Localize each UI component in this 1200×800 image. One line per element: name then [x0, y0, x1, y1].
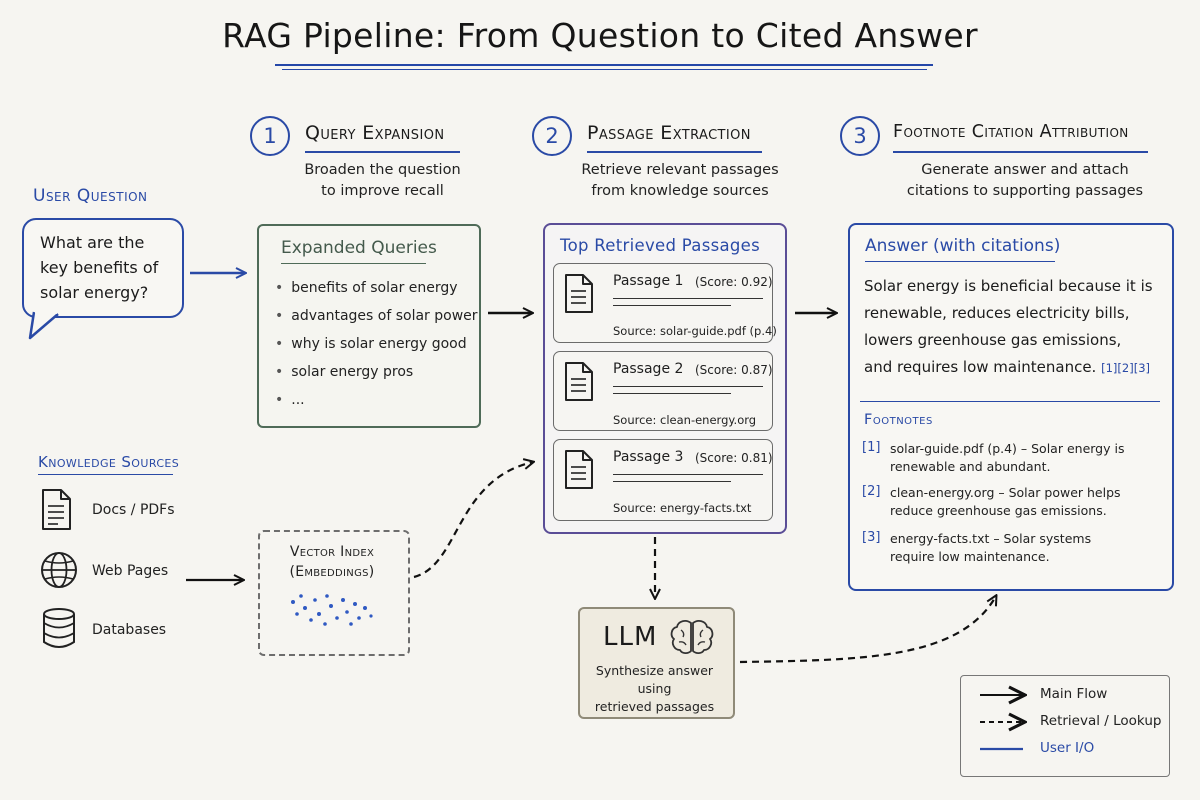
answer-title: Answer (with citations) [865, 236, 1061, 256]
passage-source: Source: energy-facts.txt [613, 501, 752, 515]
step-1-title: Query Expansion [305, 122, 445, 144]
knowledge-sources-underline [38, 474, 173, 475]
vector-index-box [258, 530, 410, 656]
title-underline-2 [282, 69, 927, 70]
embedding-points [291, 594, 373, 626]
passage-line [613, 298, 763, 299]
index-to-passages-arrow [413, 462, 533, 579]
query-item: •solar energy pros [275, 364, 414, 380]
legend-swatches [980, 685, 1035, 751]
passage-source: Source: solar-guide.pdf (p.4) [613, 324, 777, 338]
vector-index-label: Vector Index (Embeddings) [289, 544, 375, 580]
knowledge-sources-title: Knowledge Sources [38, 453, 180, 471]
footnote-text: solar-guide.pdf (p.4) – Solar energy is … [890, 441, 1125, 474]
step-2-number: 2 [532, 116, 572, 156]
step-3-number: 3 [840, 116, 880, 156]
passage-line [613, 481, 731, 482]
query-item: •benefits of solar energy [275, 280, 458, 296]
passage-name: Passage 1 [613, 273, 684, 289]
passage-line [613, 386, 763, 387]
passage-card [553, 263, 773, 343]
citation-marker[interactable]: [3] [1133, 361, 1150, 375]
knowledge-source-label: Databases [92, 622, 167, 638]
step-2-underline [587, 151, 762, 153]
document-icon [42, 489, 71, 530]
passage-score: (Score: 0.87) [695, 363, 773, 377]
passage-line [613, 474, 763, 475]
expanded-queries-underline [281, 263, 426, 264]
expanded-queries-box [257, 224, 481, 428]
passage-line [613, 305, 731, 306]
step-3-title: Footnote Citation Attribution [893, 122, 1129, 142]
passage-score: (Score: 0.81) [695, 451, 773, 465]
knowledge-source-label: Web Pages [92, 563, 169, 579]
passage-card [553, 439, 773, 521]
llm-box [578, 607, 735, 719]
globe-icon [41, 552, 77, 588]
answer-text: Solar energy is beneficial because it is… [864, 277, 1153, 376]
passage-name: Passage 2 [613, 361, 684, 377]
step-3-desc: Generate answer and attach citations to … [906, 162, 1144, 199]
query-item: •... [275, 392, 305, 408]
legend-user-io: User I/O [1040, 740, 1095, 756]
page-title: RAG Pipeline: From Question to Cited Ans… [222, 16, 978, 55]
llm-desc: Synthesize answer using retrieved passag… [594, 663, 715, 714]
step-1-number: 1 [250, 116, 290, 156]
step-3-underline [893, 151, 1148, 153]
footnote-number: [1] [862, 440, 881, 455]
citation-marker[interactable]: [2] [1117, 361, 1134, 375]
legend-retrieval: Retrieval / Lookup [1040, 713, 1162, 729]
footnote-number: [2] [862, 484, 881, 499]
document-icon [565, 274, 593, 313]
document-icon [565, 450, 593, 489]
answer-divider [860, 401, 1160, 402]
llm-title: LLM [603, 622, 658, 652]
passage-name: Passage 3 [613, 449, 684, 465]
query-item: •why is solar energy good [275, 336, 467, 352]
bubble-tail [28, 309, 59, 340]
title-underline [275, 64, 933, 66]
answer-title-underline [865, 261, 1055, 262]
document-icon [565, 362, 593, 401]
retrieved-passages-title: Top Retrieved Passages [560, 236, 761, 255]
user-question-text: What are the key benefits of solar energ… [40, 233, 159, 302]
legend-main-flow: Main Flow [1040, 686, 1108, 702]
footnote-text: energy-facts.txt – Solar systems require… [890, 531, 1092, 564]
step-2-title: Passage Extraction [587, 122, 751, 144]
user-question-bubble [22, 218, 184, 318]
brain-icon [670, 620, 714, 655]
llm-to-answer-arrow [739, 596, 996, 664]
query-item: •advantages of solar power [275, 308, 478, 324]
passage-source: Source: clean-energy.org [613, 413, 757, 427]
step-1-desc: Broaden the question to improve recall [304, 162, 461, 199]
citation-marker[interactable]: [1] [1101, 361, 1118, 375]
footnote-number: [3] [862, 530, 881, 545]
user-question-label: User Question [33, 186, 148, 206]
passage-card [553, 351, 773, 431]
passage-score: (Score: 0.92) [695, 275, 773, 289]
expanded-queries-title: Expanded Queries [281, 238, 437, 258]
knowledge-source-label: Docs / PDFs [92, 502, 175, 518]
database-icon [43, 608, 75, 648]
legend-box [960, 675, 1170, 777]
passage-line [613, 393, 731, 394]
answer-box [848, 223, 1174, 591]
step-1-underline [305, 151, 460, 153]
footnotes-title: Footnotes [864, 412, 933, 428]
step-2-desc: Retrieve relevant passages from knowledg… [581, 162, 779, 199]
footnote-text: clean-energy.org – Solar power helps red… [890, 485, 1121, 518]
